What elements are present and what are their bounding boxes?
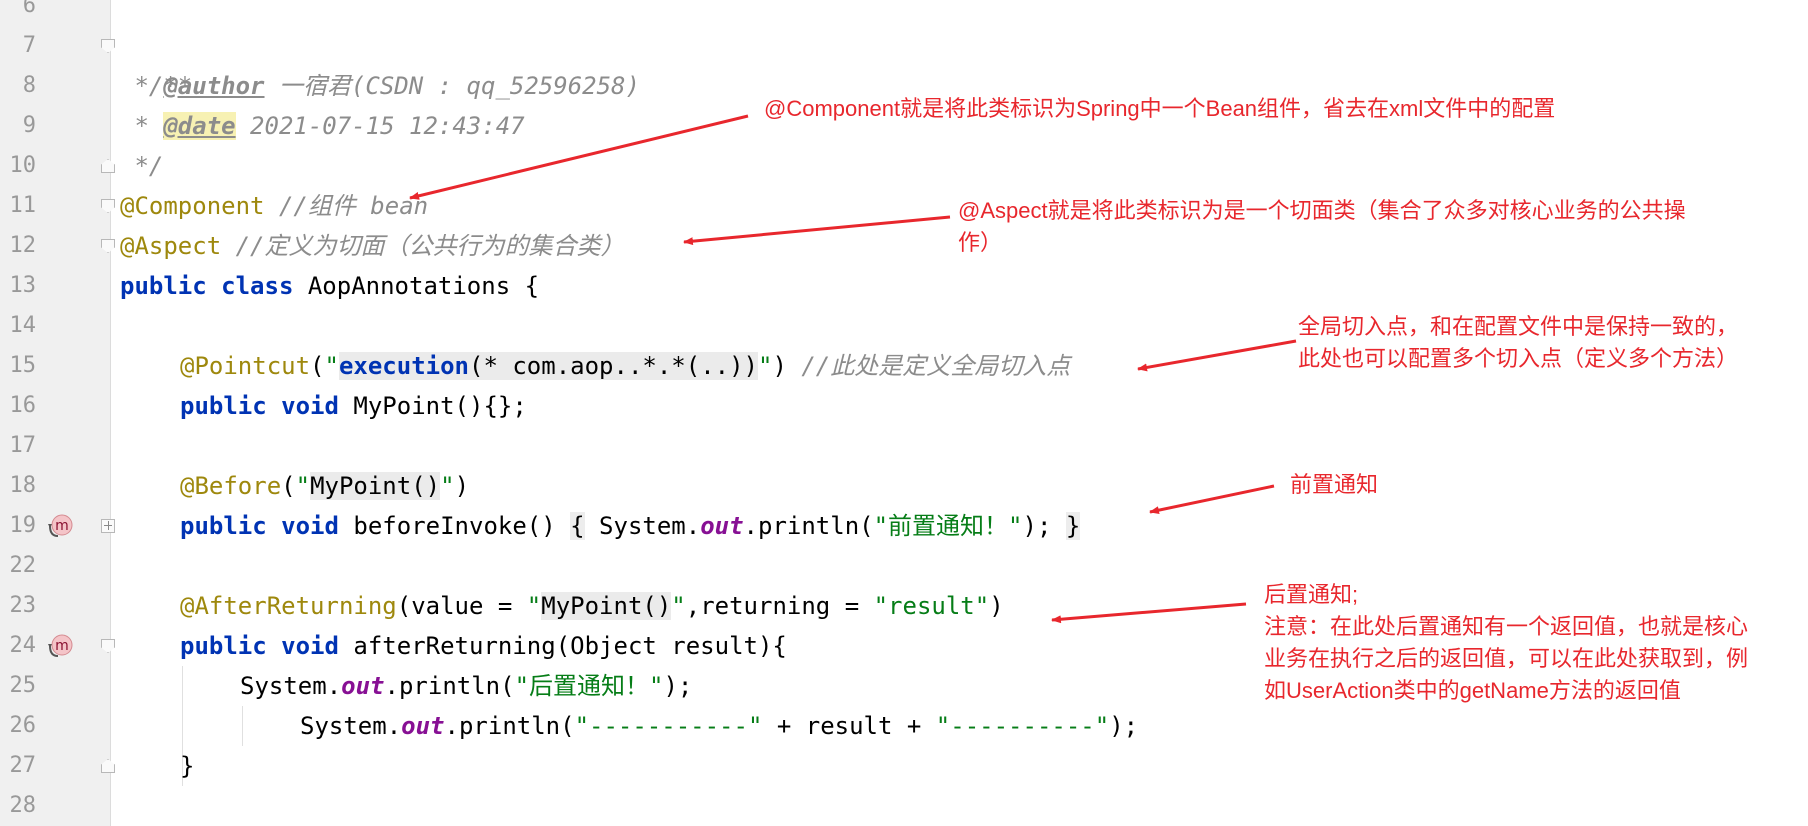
line-number: 16	[9, 393, 37, 418]
arrow-before	[1149, 484, 1275, 515]
fold-end-icon[interactable]	[101, 759, 115, 773]
fold-collapse-icon[interactable]	[101, 39, 115, 53]
arrow-component	[409, 114, 749, 200]
code-line-27[interactable]: }	[180, 752, 195, 780]
code-line-19[interactable]: public void beforeInvoke() { System.out.…	[180, 512, 1081, 540]
code-line-7[interactable]: /**	[148, 72, 193, 100]
line-number: 23	[9, 593, 37, 618]
code-line-11[interactable]: @Component //组件 bean	[120, 192, 429, 220]
line-number: 27	[9, 753, 37, 778]
fold-end-icon[interactable]	[101, 159, 115, 173]
code-line-25[interactable]: System.out.println("后置通知！");	[240, 672, 693, 700]
code-line-13[interactable]: public class AopAnnotations {	[120, 272, 540, 300]
code-line-10[interactable]: */	[120, 152, 164, 180]
line-number: 14	[9, 313, 37, 338]
fold-collapse-icon[interactable]	[101, 639, 115, 653]
annotation-component: @Component就是将此类标识为Spring中一个Bean组件，省去在xml…	[764, 96, 1556, 121]
advice-method-icon[interactable]: m	[46, 512, 74, 540]
annotation-pointcut-line1: 全局切入点，和在配置文件中是保持一致的，	[1298, 314, 1739, 339]
indent-guide	[242, 706, 243, 746]
code-line-8[interactable]: * @author 一宿君(CSDN : qq_52596258)	[120, 72, 640, 100]
line-number: 18	[9, 473, 37, 498]
annotation-aspect-line2: 作）	[958, 230, 1003, 255]
code-line-24[interactable]: public void afterReturning(Object result…	[180, 632, 787, 660]
line-number: 13	[9, 273, 37, 298]
advice-method-icon[interactable]: m	[46, 632, 74, 660]
svg-text:m: m	[55, 518, 69, 534]
line-number: 22	[9, 553, 37, 578]
annotation-aspect-line1: @Aspect就是将此类标识为是一个切面类（集合了众多对核心业务的公共操	[958, 198, 1686, 223]
code-line-12[interactable]: @Aspect //定义为切面（公共行为的集合类）	[120, 232, 625, 260]
line-number: 26	[9, 713, 37, 738]
annotation-pointcut-line2: 此处也可以配置多个切入点（定义多个方法）	[1298, 346, 1739, 371]
indent-guide	[182, 666, 183, 786]
annotation-after-line1: 后置通知;	[1264, 582, 1359, 607]
annotation-after-line4: 如UserAction类中的getName方法的返回值	[1264, 678, 1681, 703]
annotation-after-line2: 注意：在此处后置通知有一个返回值，也就是核心	[1264, 614, 1749, 639]
code-line-15[interactable]: @Pointcut("execution(* com.aop..*.*(..))…	[180, 352, 1071, 380]
arrow-after	[1051, 602, 1247, 624]
arrow-aspect	[683, 215, 951, 246]
line-number: 11	[9, 193, 37, 218]
code-line-16[interactable]: public void MyPoint(){};	[180, 392, 527, 420]
line-number: 6	[22, 0, 36, 18]
line-number: 15	[9, 353, 37, 378]
fold-collapse-icon[interactable]	[101, 239, 115, 253]
line-number: 28	[9, 793, 37, 818]
code-line-18[interactable]: @Before("MyPoint()")	[180, 472, 470, 500]
svg-text:m: m	[55, 638, 69, 654]
code-line-9[interactable]: * @date 2021-07-15 12:43:47	[120, 112, 525, 140]
arrow-pointcut	[1137, 339, 1297, 372]
line-number: 19	[9, 513, 37, 538]
code-line-26[interactable]: System.out.println("-----------" + resul…	[300, 712, 1139, 740]
line-number: 8	[22, 73, 36, 98]
annotation-before: 前置通知	[1290, 472, 1379, 497]
line-number: 10	[9, 153, 37, 178]
line-number: 24	[9, 633, 37, 658]
line-number: 17	[9, 433, 37, 458]
fold-expand-icon[interactable]	[101, 519, 115, 533]
editor-gutter	[0, 0, 111, 826]
line-number: 7	[22, 33, 36, 58]
annotation-after-line3: 业务在执行之后的返回值，可以在此处获取到，例	[1264, 646, 1749, 671]
line-number: 25	[9, 673, 37, 698]
line-number: 12	[9, 233, 37, 258]
fold-collapse-icon[interactable]	[101, 199, 115, 213]
code-line-23[interactable]: @AfterReturning(value = "MyPoint()",retu…	[180, 592, 1004, 620]
line-number: 9	[22, 113, 36, 138]
